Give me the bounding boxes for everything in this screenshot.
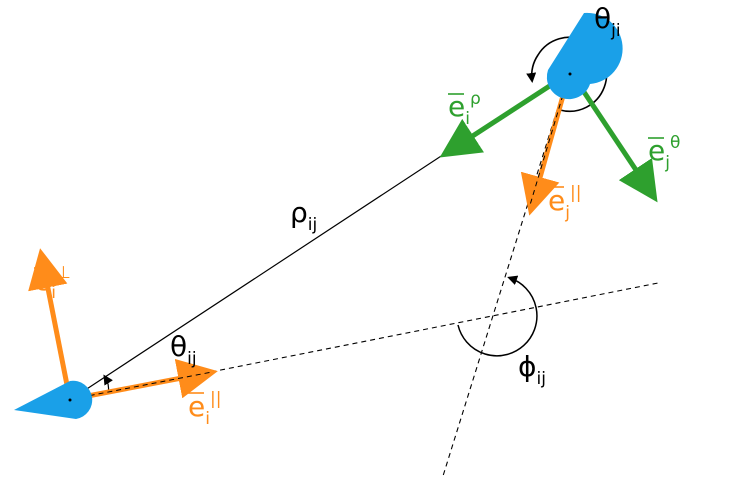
e-i-perp-arrow — [28, 248, 71, 391]
phi-ij-label: ϕij — [518, 350, 546, 389]
rho-label: ρij — [290, 196, 317, 235]
e-i-par-label: ei|| — [188, 389, 221, 429]
e-i-par-dash — [71, 371, 213, 400]
e-i-par-arrow — [71, 358, 218, 402]
agent-i-shape — [14, 380, 93, 419]
e-j-par-dash — [529, 77, 569, 206]
e-j-theta-label: ejθ — [648, 133, 680, 173]
theta-ij-label: θij — [170, 330, 197, 369]
heading-line-j — [442, 74, 569, 477]
agent-j-shape — [546, 12, 623, 100]
e-j-theta-arrow — [569, 72, 658, 203]
phi-ij-arc — [457, 275, 538, 357]
agent-i-center — [68, 398, 72, 402]
agent-j-center — [568, 72, 572, 76]
e-i-perp-label: ei⊥ — [34, 263, 71, 303]
e-i-rho-arrow — [439, 71, 570, 158]
e-i-rho-label: eiρ — [448, 89, 481, 129]
theta-ji-label: θji — [594, 2, 621, 41]
e-j-par-label: ej|| — [548, 183, 581, 223]
